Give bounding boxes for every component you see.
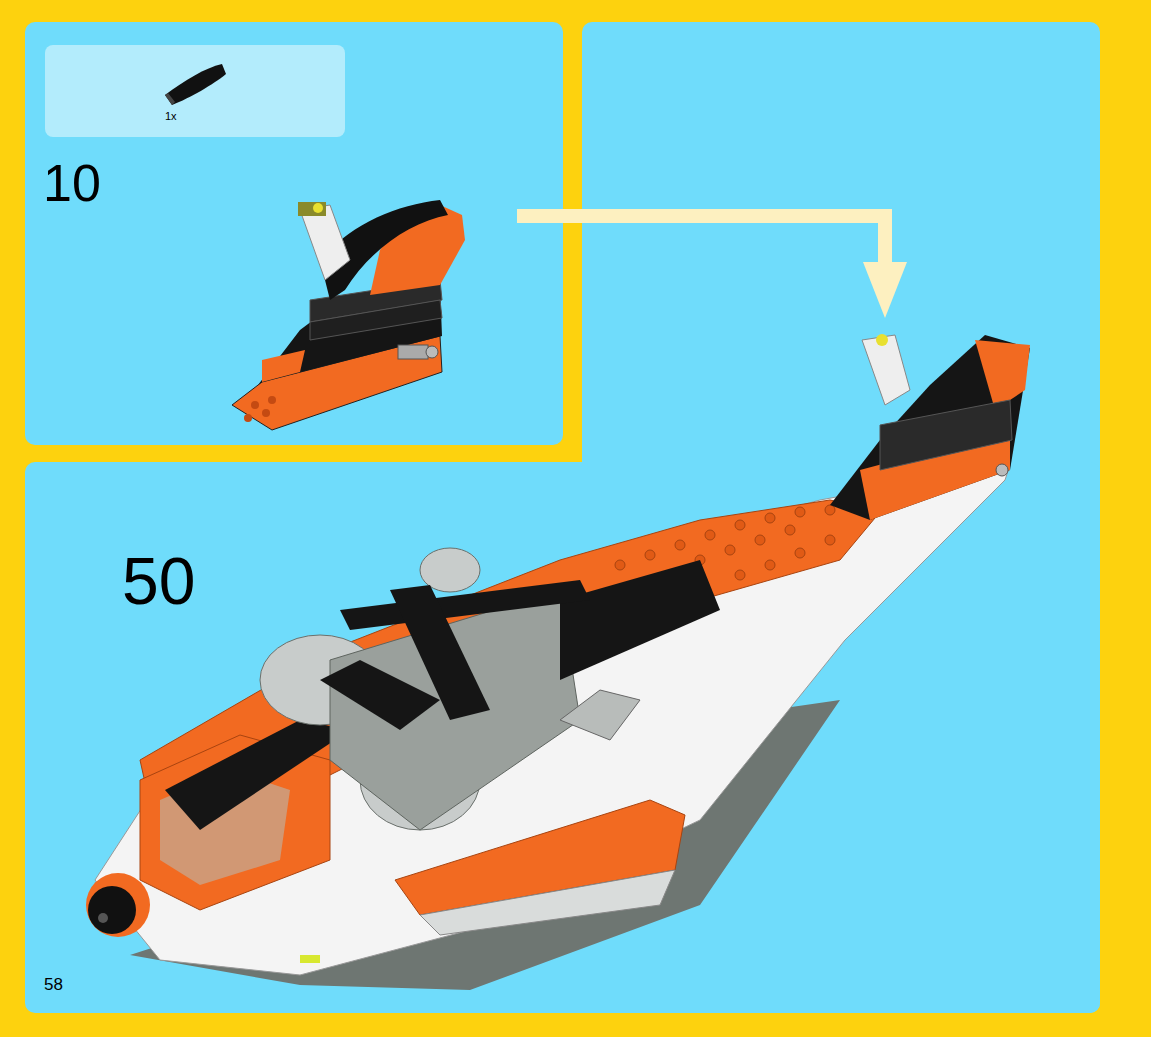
part-count: 1x [165,111,177,122]
sub-assembly-part [426,346,438,358]
helicopter-model-part [420,870,675,935]
helicopter-model-part [975,340,1030,410]
sub-assembly-arrow [517,216,907,318]
sub-assembly-part [310,300,442,340]
helicopter-model-part-part [795,548,805,558]
sub-assembly-part [298,202,326,216]
helicopter-model-part-part [645,550,655,560]
page-frame-part [25,462,1100,1013]
helicopter-model-part [615,505,835,580]
helicopter-model-part [996,464,1008,476]
helicopter-model-part [86,873,150,937]
step-number: 50 [122,548,195,614]
helicopter-model-part [88,886,136,934]
helicopter-model-part-part [675,540,685,550]
sub-assembly-part-part [268,396,276,404]
helicopter-model [86,334,1030,990]
helicopter-model-part-part [795,507,805,517]
helicopter-model-part [876,334,888,346]
helicopter-model-part [95,465,1010,975]
parts-callout-part [165,93,175,105]
helicopter-model-part-part [785,525,795,535]
sub-assembly-part-part [262,409,270,417]
parts-callout-part [165,64,226,105]
sub-assembly-part-part [244,414,252,422]
helicopter-model-part-part [765,513,775,523]
sub-assembly [232,200,465,430]
sub-assembly-part [300,205,350,280]
step-number: 10 [43,157,101,209]
sub-assembly-part [313,203,323,213]
helicopter-model-part [560,690,640,740]
helicopter-model-part [300,955,320,963]
helicopter-model-part-part [825,535,835,545]
helicopter-model-part [320,660,440,730]
helicopter-model-part [165,720,350,830]
helicopter-model-part [862,335,910,405]
helicopter-model-part [98,913,108,923]
parts-callout [45,45,345,137]
helicopter-model-part-part [615,560,625,570]
sub-assembly-part [398,345,428,359]
helicopter-model-part [340,580,590,630]
helicopter-model-part-part [725,545,735,555]
sub-assembly-part-part [251,401,259,409]
helicopter-model-part [880,400,1012,470]
helicopter-model-part [560,560,720,680]
helicopter-model-part-part [765,560,775,570]
helicopter-model-part-part [755,535,765,545]
helicopter-model-part-part [825,505,835,515]
page-frame-part [25,22,563,445]
helicopter-model-part [830,335,1030,520]
page-number: 58 [44,976,63,993]
helicopter-model-part-part [735,570,745,580]
helicopter-model-part-part [705,530,715,540]
sub-assembly-arrow-part [863,262,907,318]
sub-assembly-part [262,350,305,382]
sub-assembly-part [244,396,276,422]
helicopter-model-part-part [735,520,745,530]
parts-callout-part [45,45,345,137]
sub-assembly-arrow-part [517,216,885,268]
